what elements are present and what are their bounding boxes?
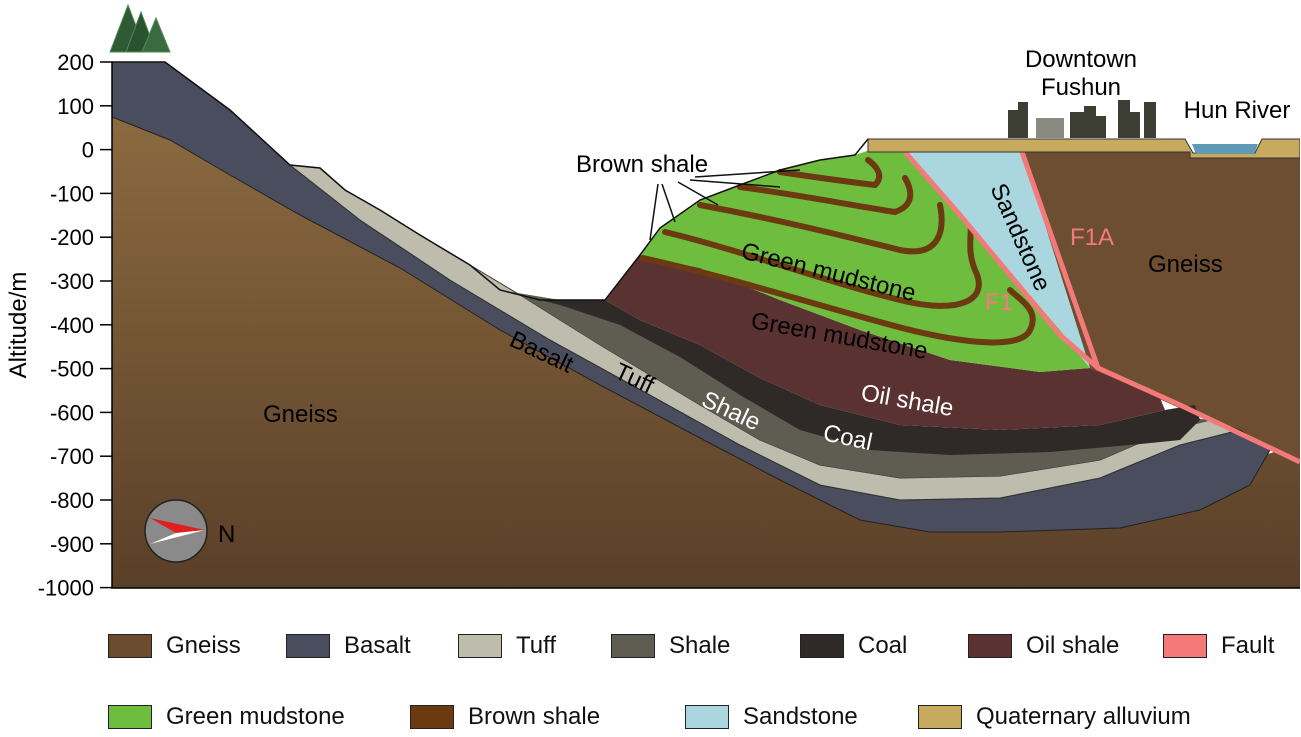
legend-label: Brown shale <box>468 703 601 730</box>
green-mudstone-layer <box>640 150 1090 372</box>
y-tick-label: -200 <box>50 225 94 250</box>
y-tick-label: 0 <box>82 138 94 163</box>
legend-item: Basalt <box>286 626 411 666</box>
legend-label: Oil shale <box>1026 632 1120 659</box>
oil-shale-layer <box>605 255 1165 430</box>
fault-f1a-label: F1A <box>1070 224 1114 251</box>
fault-f1a <box>1019 151 1300 465</box>
legend-row-2: Green mudstone Brown shale Sandstone Quater… <box>0 697 1301 737</box>
callout-arrow <box>689 179 781 188</box>
quaternary-alluvium <box>867 138 1300 159</box>
legend-item: Shale <box>611 626 730 666</box>
y-tick-label: 100 <box>57 94 94 119</box>
legend-swatch <box>611 634 655 658</box>
legend-label: Shale <box>669 632 731 659</box>
gneiss-basement <box>112 117 1300 588</box>
gneiss-right-label: Gneiss <box>1148 251 1223 278</box>
legend-item: Tuff <box>458 626 556 666</box>
trees-icon <box>109 3 171 53</box>
legend-swatch <box>918 705 962 729</box>
legend-swatch <box>410 705 454 729</box>
legend-swatch <box>458 634 502 658</box>
callout-arrow <box>661 183 676 223</box>
legend-label: Tuff <box>516 632 557 659</box>
legend-swatch <box>800 634 844 658</box>
legend-swatch <box>968 634 1012 658</box>
y-axis: 200 100 0 -100 -200 -300 -400 -500 -600 -700 -800 -… <box>38 50 112 601</box>
brown-shale-callouts <box>649 169 801 241</box>
legend-swatch <box>1163 634 1207 658</box>
hun-river-label: Hun River <box>1184 97 1291 124</box>
legend-label: Gneiss <box>166 632 241 659</box>
legend-item: Coal <box>800 626 907 666</box>
brown-shale-band <box>737 175 914 216</box>
downtown-label-line1: Downtown <box>1025 46 1137 73</box>
y-tick-label: -100 <box>50 181 94 206</box>
y-axis-label: Altitude/m <box>5 272 32 379</box>
y-tick-label: -1000 <box>38 576 94 601</box>
legend-swatch <box>685 705 729 729</box>
shale-layer <box>500 290 1210 478</box>
sandstone-wedge <box>905 152 1090 368</box>
brown-shale-band <box>697 202 945 255</box>
legend-swatch <box>108 634 152 658</box>
fault-f1 <box>903 150 1100 370</box>
legend-item: Sandstone <box>685 697 858 737</box>
fault-f1-label: F1 <box>985 289 1013 316</box>
y-tick-label: -400 <box>50 313 94 338</box>
geologic-cross-section: 200 100 0 -100 -200 -300 -400 -500 -600 -700 -800 -… <box>5 3 1300 601</box>
gneiss-left-label: Gneiss <box>263 401 338 428</box>
legend-item: Brown shale <box>410 697 600 737</box>
legend-label: Basalt <box>344 632 411 659</box>
callout-arrow <box>649 183 659 241</box>
y-tick-label: -700 <box>50 444 94 469</box>
brown-shale-band <box>640 255 1036 346</box>
legend-item: Oil shale <box>968 626 1119 666</box>
coal-layer <box>540 300 1200 455</box>
city-buildings-icon <box>1008 100 1156 138</box>
legend-label: Coal <box>858 632 908 659</box>
brown-shale-band <box>777 157 883 189</box>
brown-shale-label: Brown shale <box>576 151 708 178</box>
gneiss-right-block <box>1022 152 1300 462</box>
y-tick-label: -900 <box>50 532 94 557</box>
legend-label: Quaternary alluvium <box>976 703 1191 730</box>
compass-north-label: N <box>218 521 235 548</box>
downtown-label-line2: Fushun <box>1041 74 1121 101</box>
legend-swatch <box>108 705 152 729</box>
hun-river-water <box>1192 144 1258 154</box>
legend-item: Quaternary alluvium <box>918 697 1191 737</box>
brown-shale-bands <box>640 157 1036 346</box>
callout-arrow <box>694 169 801 178</box>
legend-label: Green mudstone <box>166 703 345 730</box>
legend-item: Green mudstone <box>108 697 345 737</box>
compass-icon <box>144 499 208 563</box>
legend-label: Fault <box>1221 632 1275 659</box>
y-tick-label: -300 <box>50 269 94 294</box>
y-tick-label: -600 <box>50 400 94 425</box>
legend-swatch <box>286 634 330 658</box>
y-tick-label: -800 <box>50 488 94 513</box>
brown-shale-band <box>662 212 982 309</box>
legend-label: Sandstone <box>743 703 858 730</box>
legend-row-1: Gneiss Basalt Tuff Shale Coal Oil shale Fault <box>0 626 1301 666</box>
y-tick-label: 200 <box>57 50 94 75</box>
callout-arrow <box>677 181 719 206</box>
legend-item: Fault <box>1163 626 1274 666</box>
y-tick-label: -500 <box>50 357 94 382</box>
legend-item: Gneiss <box>108 626 241 666</box>
